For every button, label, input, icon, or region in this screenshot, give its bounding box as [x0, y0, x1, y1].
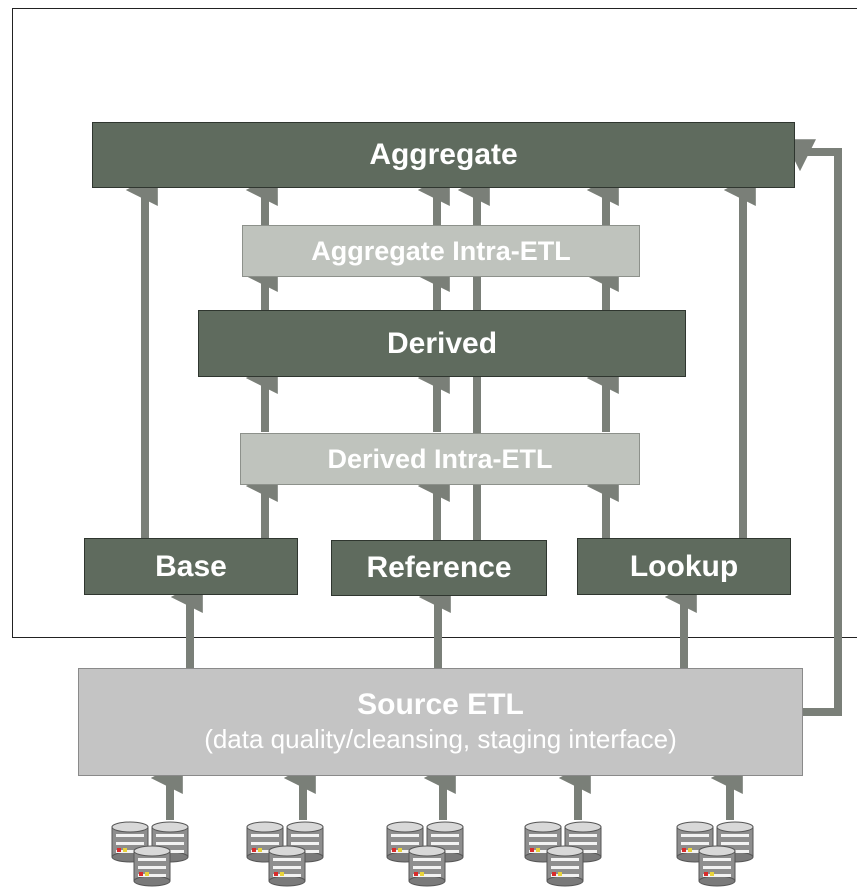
source-etl-title: Source ETL: [357, 688, 524, 721]
derived-label: Derived: [386, 326, 498, 360]
aggregate-box: Aggregate: [92, 122, 795, 188]
database-stack-icon: [524, 821, 602, 887]
database-stack-icon: [386, 821, 464, 887]
base-box: Base: [84, 538, 298, 595]
aggregate-intra-etl-label: Aggregate Intra-ETL: [311, 235, 571, 266]
reference-label: Reference: [366, 551, 512, 584]
lookup-box: Lookup: [577, 538, 791, 595]
arrow-source-aggregate-loop: [784, 139, 842, 716]
database-stack-icon: [676, 821, 754, 887]
lookup-label: Lookup: [629, 549, 739, 583]
derived-intra-etl-box: Derived Intra-ETL: [240, 433, 640, 485]
source-etl-box: Source ETL (data quality/cleansing, stag…: [78, 668, 803, 776]
source-etl-subtitle: (data quality/cleansing, staging interfa…: [204, 724, 677, 754]
aggregate-intra-etl-box: Aggregate Intra-ETL: [242, 225, 640, 277]
reference-box: Reference: [331, 540, 547, 596]
base-label: Base: [155, 549, 227, 583]
aggregate-label: Aggregate: [369, 138, 518, 171]
derived-intra-etl-label: Derived Intra-ETL: [327, 443, 553, 474]
derived-box: Derived: [198, 310, 686, 377]
database-stack-icon: [246, 821, 324, 887]
database-stack-icon: [111, 821, 189, 887]
